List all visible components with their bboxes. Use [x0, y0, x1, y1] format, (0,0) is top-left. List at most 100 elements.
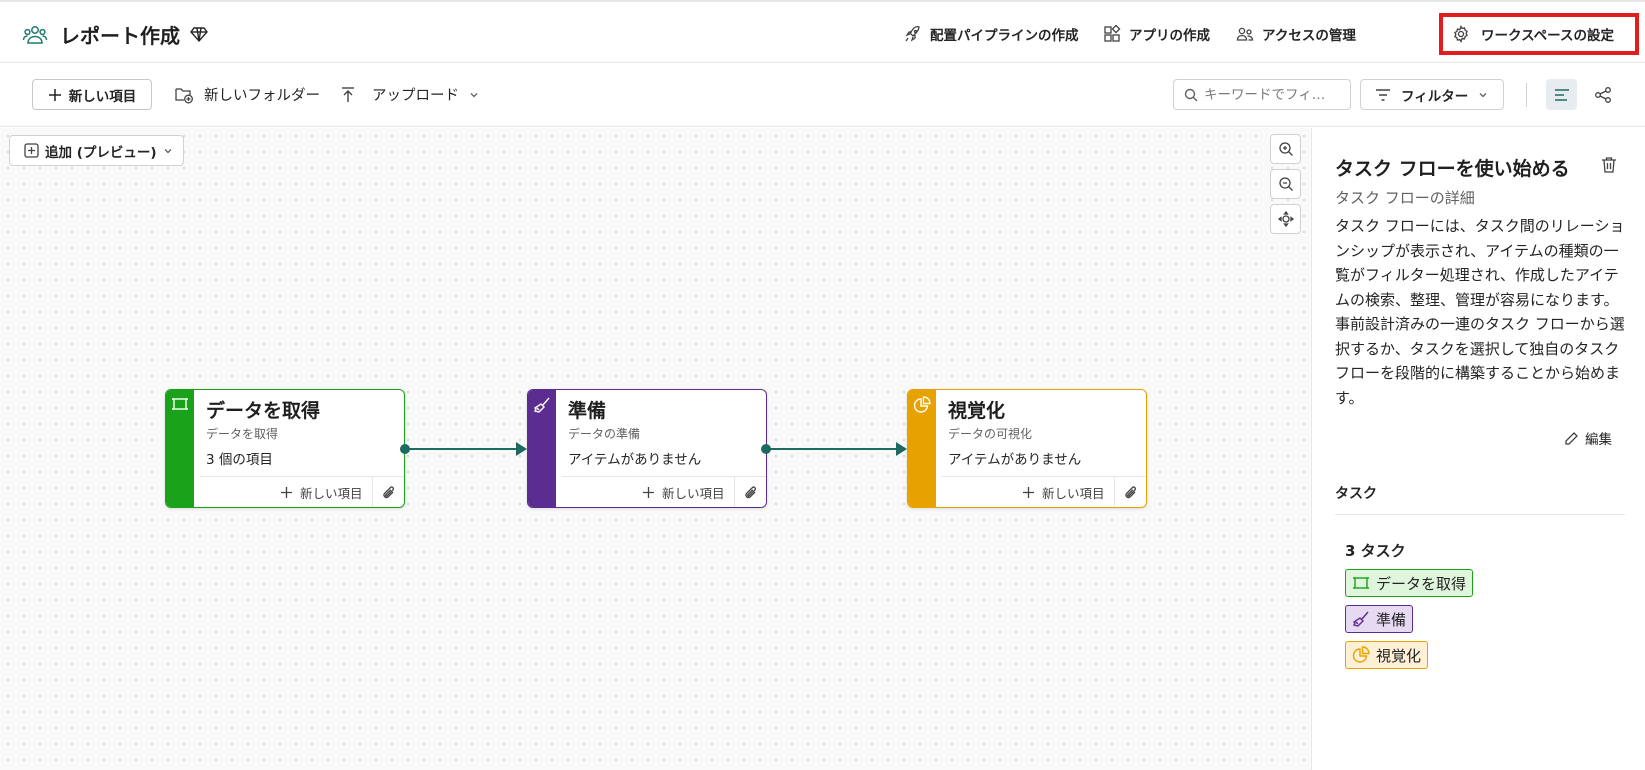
toolbar-divider — [1526, 83, 1527, 107]
task-card-title: データを取得 — [206, 400, 321, 422]
task-tag-visualize[interactable]: 視覚化 — [1345, 641, 1429, 669]
apps-icon — [1104, 25, 1121, 42]
task-card-prepare[interactable]: 準備 データの準備 アイテムがありません 新しい項目 — [527, 389, 767, 508]
fit-view-icon — [1277, 211, 1294, 227]
task-tag-get-data[interactable]: データを取得 — [1345, 569, 1474, 597]
connector-line — [766, 448, 897, 450]
connector-line — [405, 448, 517, 450]
workspace-title: レポート作成 — [60, 24, 180, 48]
panel-description: タスク フローには、タスク間のリレーションシップが表示され、アイテムの種類の一覧… — [1335, 217, 1625, 407]
zoom-out-button[interactable] — [1270, 169, 1301, 199]
create-pipeline-button[interactable]: 配置パイプラインの作成 — [904, 20, 1079, 48]
zoom-in-icon — [1278, 142, 1293, 156]
folder-add-icon — [175, 87, 193, 103]
filter-dropdown[interactable]: フィルター — [1360, 79, 1504, 110]
delete-icon[interactable] — [1601, 156, 1617, 174]
brush-icon — [1352, 611, 1369, 627]
task-card-title: 準備 — [568, 400, 607, 422]
edit-button[interactable]: 編集 — [1564, 428, 1612, 448]
data-source-icon — [172, 398, 188, 410]
task-card-item-count: アイテムがありません — [948, 452, 1082, 468]
panel-subtitle: タスク フローの詳細 — [1335, 189, 1475, 207]
zoom-in-button[interactable] — [1270, 134, 1301, 164]
task-flow-canvas[interactable]: 追加 (プレビュー) データを取得 データを取得 3 個の項目 新しい項目 — [0, 128, 1311, 770]
chevron-down-icon — [164, 148, 172, 153]
task-tag-label: データを取得 — [1376, 574, 1467, 593]
search-icon — [1184, 88, 1198, 101]
rocket-icon — [905, 26, 920, 42]
task-card-assign-button[interactable] — [734, 477, 766, 507]
task-card-strip — [528, 390, 556, 507]
paperclip-icon — [744, 485, 756, 498]
workspace-settings-button[interactable]: ワークスペースの設定 — [1439, 13, 1639, 55]
manage-access-label: アクセスの管理 — [1262, 28, 1356, 44]
task-flow-details-panel: タスク フローを使い始める タスク フローの詳細 タスク フローには、タスク間の… — [1311, 128, 1645, 770]
plus-icon — [281, 487, 292, 498]
premium-diamond-icon[interactable] — [190, 25, 208, 43]
zoom-out-icon — [1278, 177, 1293, 191]
add-preview-label: 追加 (プレビュー) — [45, 144, 157, 161]
task-card-footer: 新しい項目 — [200, 476, 404, 507]
filter-icon — [1376, 88, 1390, 101]
task-card-footer: 新しい項目 — [562, 476, 766, 507]
task-tag-prepare[interactable]: 準備 — [1345, 605, 1414, 633]
search-input[interactable] — [1204, 86, 1344, 103]
lineage-icon — [1594, 86, 1611, 103]
task-tag-label: 準備 — [1376, 610, 1407, 629]
pencil-icon — [1565, 431, 1578, 445]
create-app-button[interactable]: アプリの作成 — [1103, 20, 1210, 48]
fit-to-view-button[interactable] — [1270, 204, 1301, 234]
task-card-footer: 新しい項目 — [942, 476, 1146, 507]
task-card-subtitle: データを取得 — [206, 427, 279, 441]
pie-chart-icon — [913, 396, 931, 413]
plus-icon — [643, 487, 654, 498]
task-card-visualize[interactable]: 視覚化 データの可視化 アイテムがありません 新しい項目 — [907, 389, 1147, 508]
plus-icon — [48, 88, 61, 101]
panel-title: タスク フローを使い始める — [1335, 158, 1570, 180]
new-folder-label: 新しいフォルダー — [204, 88, 320, 104]
list-view-toggle[interactable] — [1546, 79, 1577, 110]
task-card-strip — [166, 390, 194, 507]
people-icon — [1236, 27, 1254, 41]
toolbar: 新しい項目 新しいフォルダー アップロード フィルター — [0, 63, 1645, 127]
workspace-header: レポート作成 配置パイプラインの作成 アプリの作成 アクセスの管理 ワークスペー… — [0, 0, 1645, 63]
workspace-icon — [22, 26, 48, 44]
lineage-view-toggle[interactable] — [1587, 79, 1618, 110]
task-card-new-item-label: 新しい項目 — [300, 486, 363, 501]
task-card-strip — [908, 390, 936, 507]
task-card-new-item-button[interactable]: 新しい項目 — [280, 483, 363, 502]
task-tag-label: 視覚化 — [1376, 646, 1422, 665]
task-card-title: 視覚化 — [948, 400, 1006, 422]
paperclip-icon — [382, 485, 394, 498]
create-pipeline-label: 配置パイプラインの作成 — [930, 28, 1079, 44]
add-square-icon — [24, 143, 39, 158]
filter-label: フィルター — [1401, 88, 1469, 105]
task-card-assign-button[interactable] — [372, 477, 404, 507]
workspace-settings-label: ワークスペースの設定 — [1481, 28, 1614, 44]
task-card-assign-button[interactable] — [1114, 477, 1146, 507]
new-item-button[interactable]: 新しい項目 — [32, 79, 152, 110]
manage-access-button[interactable]: アクセスの管理 — [1236, 20, 1356, 48]
list-view-icon — [1554, 88, 1569, 101]
upload-dropdown[interactable]: アップロード — [340, 79, 479, 110]
task-card-new-item-label: 新しい項目 — [662, 486, 725, 501]
upload-label: アップロード — [372, 88, 459, 104]
task-card-subtitle: データの可視化 — [948, 427, 1033, 441]
task-card-item-count: アイテムがありません — [568, 452, 702, 468]
chevron-down-icon — [1479, 92, 1487, 97]
new-folder-button[interactable]: 新しいフォルダー — [174, 79, 320, 110]
task-card-new-item-button[interactable]: 新しい項目 — [1022, 483, 1105, 502]
connector-arrow — [516, 442, 527, 456]
search-box[interactable] — [1173, 79, 1351, 110]
section-divider — [1335, 514, 1625, 515]
brush-icon — [533, 397, 550, 413]
add-preview-button[interactable]: 追加 (プレビュー) — [9, 135, 184, 166]
task-card-get-data[interactable]: データを取得 データを取得 3 個の項目 新しい項目 — [165, 389, 405, 508]
connector-arrow — [896, 442, 907, 456]
task-count: 3 タスク — [1345, 542, 1406, 560]
pie-chart-icon — [1352, 646, 1370, 663]
task-card-new-item-button[interactable]: 新しい項目 — [642, 483, 725, 502]
paperclip-icon — [1124, 485, 1136, 498]
new-item-label: 新しい項目 — [68, 88, 137, 105]
edit-label: 編集 — [1585, 432, 1612, 448]
